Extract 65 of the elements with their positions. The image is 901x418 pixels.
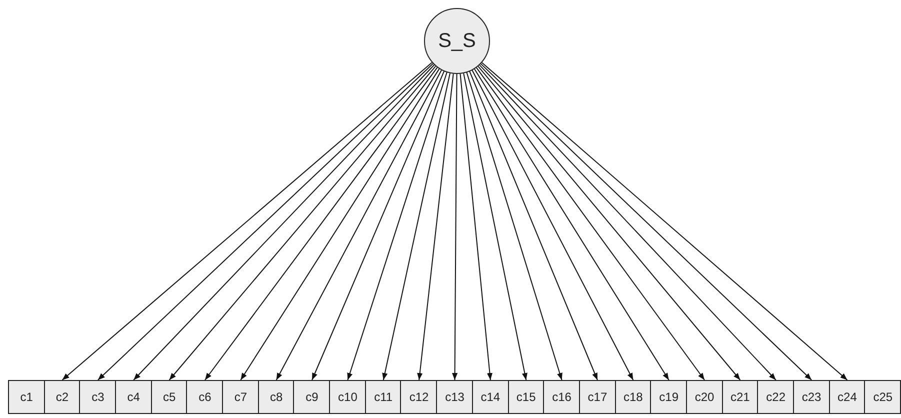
observed-variable-box bbox=[329, 380, 366, 414]
arrow bbox=[472, 70, 634, 380]
node-label: c11 bbox=[374, 390, 393, 404]
observed-variable-box bbox=[364, 380, 402, 414]
node-label: c23 bbox=[802, 390, 822, 404]
observed-variable-box bbox=[44, 380, 81, 414]
arrow bbox=[460, 73, 493, 380]
observed-variable-box bbox=[400, 380, 438, 414]
observed-variable-box bbox=[222, 380, 260, 414]
arrow bbox=[240, 68, 440, 380]
node-label: c21 bbox=[730, 390, 750, 404]
arrow bbox=[466, 72, 562, 380]
node-label: c4 bbox=[127, 390, 140, 404]
arrow bbox=[417, 73, 454, 380]
observed-variable-box bbox=[686, 380, 724, 414]
node-label: c20 bbox=[694, 390, 714, 404]
observed-variable-box bbox=[293, 380, 331, 414]
observed-variable-box bbox=[864, 380, 901, 414]
node-label: c10 bbox=[338, 390, 358, 404]
arrow bbox=[474, 68, 670, 380]
node-label: c3 bbox=[92, 390, 104, 404]
observed-variable-box bbox=[614, 380, 652, 414]
observed-variable-box bbox=[757, 380, 794, 414]
observed-variable-box bbox=[115, 380, 152, 414]
observed-variable-box bbox=[150, 380, 188, 414]
node-label: c22 bbox=[766, 390, 786, 404]
observed-variable-box bbox=[186, 380, 224, 414]
arrow bbox=[452, 74, 458, 380]
arrow bbox=[463, 72, 528, 380]
arrow bbox=[469, 70, 598, 380]
observed-variable-box bbox=[650, 380, 688, 414]
observed-variable-box bbox=[508, 380, 545, 414]
latent-variable-circle bbox=[424, 8, 490, 74]
node-label: c15 bbox=[516, 390, 536, 404]
node-label: c14 bbox=[480, 390, 500, 404]
node-label: c16 bbox=[552, 390, 572, 404]
node-label: c8 bbox=[270, 390, 283, 404]
node-label: c7 bbox=[234, 390, 247, 404]
observed-variable-box bbox=[543, 380, 580, 414]
node-label: c13 bbox=[445, 390, 464, 404]
node-label: c6 bbox=[198, 390, 212, 404]
node-label: c17 bbox=[588, 390, 608, 404]
observed-variable-box bbox=[828, 380, 866, 414]
node-label: c5 bbox=[162, 390, 176, 404]
observed-variable-box bbox=[578, 380, 616, 414]
observed-variable-box bbox=[258, 380, 295, 414]
observed-variable-box bbox=[79, 380, 117, 414]
observed-variable-box bbox=[436, 380, 474, 414]
node-label: S_S bbox=[438, 30, 476, 52]
observed-variable-box bbox=[722, 380, 759, 414]
node-label: c24 bbox=[838, 390, 857, 404]
observed-variable-box bbox=[792, 380, 830, 414]
arrow bbox=[312, 70, 445, 380]
observed-variable-box bbox=[472, 380, 509, 414]
node-label: c25 bbox=[873, 390, 893, 404]
node-label: c1 bbox=[20, 390, 33, 404]
arrow bbox=[382, 72, 450, 380]
node-label: c18 bbox=[623, 390, 643, 404]
node-label: c19 bbox=[659, 390, 678, 404]
arrow bbox=[347, 72, 448, 380]
node-label: c9 bbox=[306, 390, 318, 404]
node-label: c2 bbox=[56, 390, 69, 404]
node-label: c12 bbox=[409, 390, 429, 404]
observed-variable-box bbox=[8, 380, 46, 414]
arrow bbox=[276, 70, 442, 380]
